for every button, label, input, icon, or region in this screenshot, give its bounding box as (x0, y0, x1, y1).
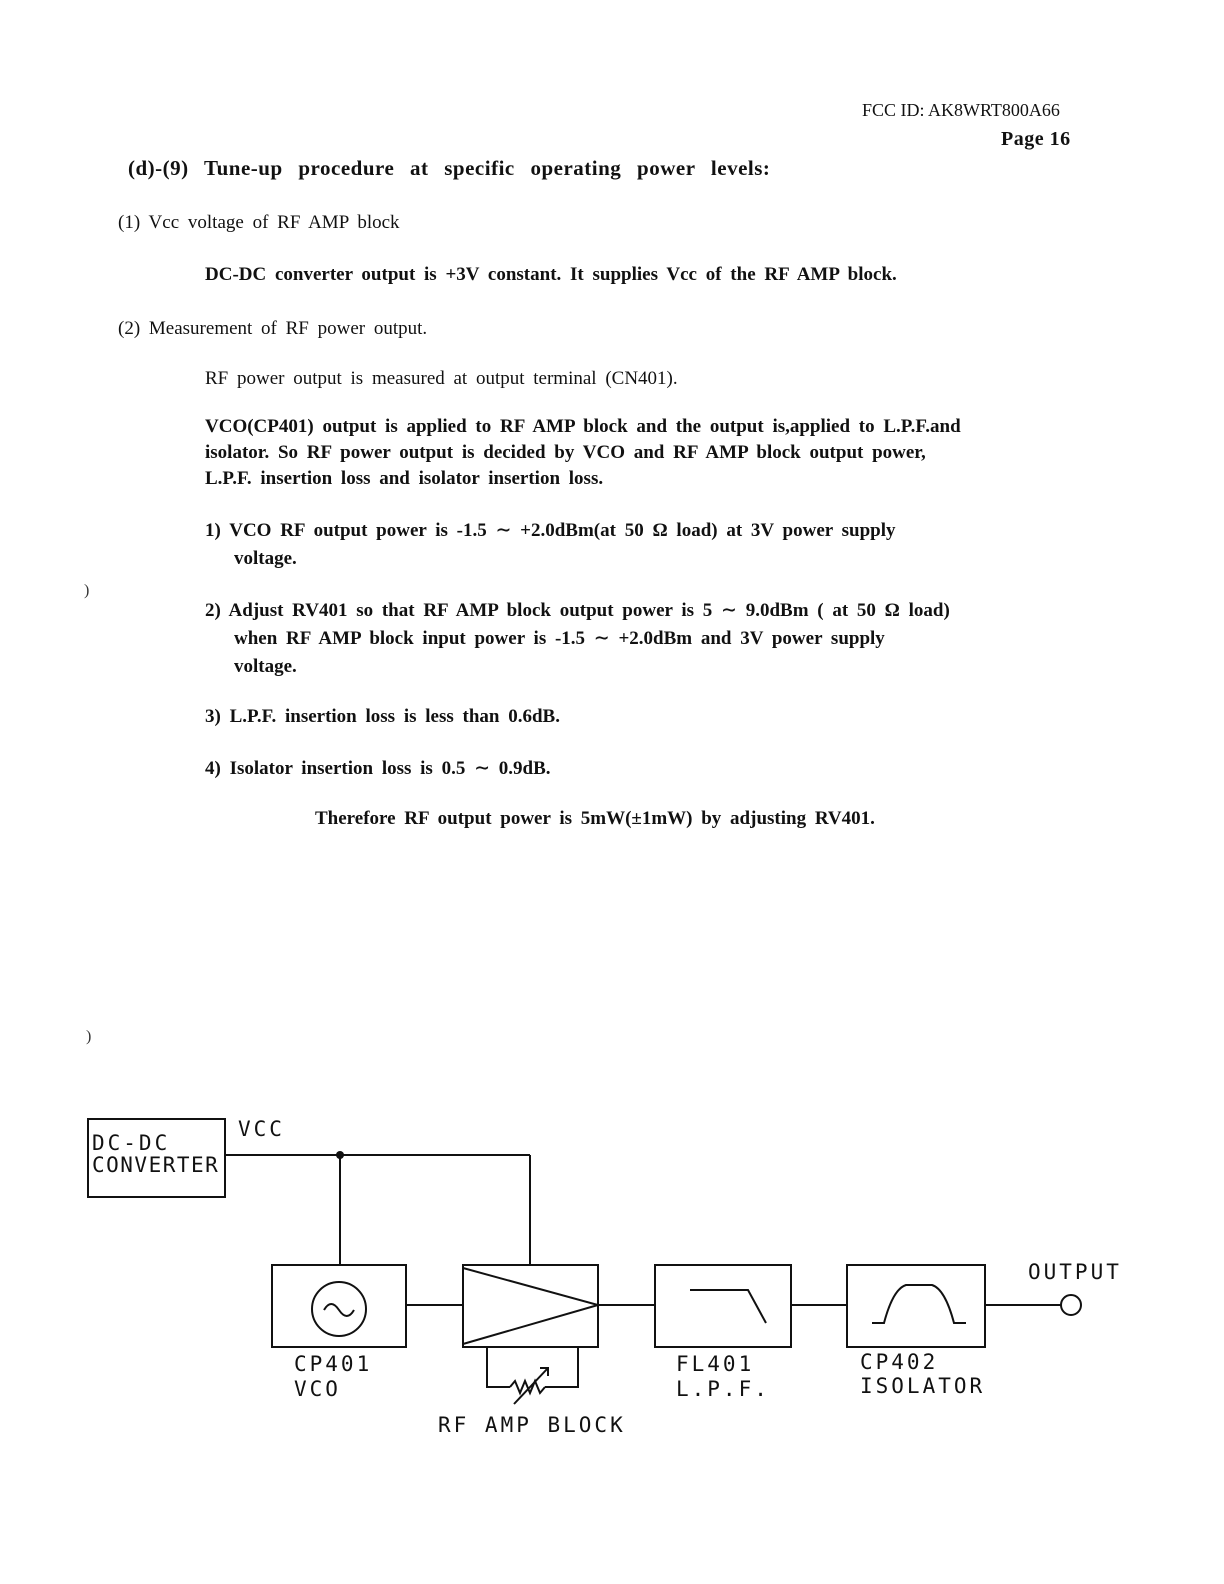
rf-amp-block-label: RF AMP BLOCK (438, 1413, 626, 1437)
conclusion: Therefore RF output power is 5mW(±1mW) b… (315, 808, 875, 829)
list-item-2-line1: 2) Adjust RV401 so that RF AMP block out… (205, 600, 950, 621)
section-title: (d)-(9) Tune-up procedure at specific op… (128, 156, 771, 180)
isolator-name-label: ISOLATOR (860, 1374, 985, 1398)
item1-heading: (1) Vcc voltage of RF AMP block (118, 212, 400, 233)
vcc-label: VCC (238, 1117, 285, 1141)
item2-para1: RF power output is measured at output te… (205, 368, 678, 389)
output-terminal-icon (1060, 1294, 1082, 1316)
item2-para2-line1: VCO(CP401) output is applied to RF AMP b… (205, 416, 961, 437)
item2-para2-line3: L.P.F. insertion loss and isolator inser… (205, 468, 604, 489)
fcc-id: FCC ID: AK8WRT800A66 (862, 100, 1060, 120)
vco-box (271, 1264, 407, 1348)
output-label: OUTPUT (1028, 1260, 1122, 1284)
dcdc-label-line1: DC-DC (92, 1131, 170, 1155)
list-item-2-line3: voltage. (234, 656, 297, 677)
scan-mark: ) (84, 582, 90, 599)
bandpass-icon (872, 1284, 966, 1324)
oscillator-icon (311, 1281, 367, 1337)
rf-amp-box (462, 1264, 599, 1348)
junction-dot (336, 1151, 344, 1159)
page-number: Page 16 (1001, 128, 1071, 150)
item2-para2-line2: isolator. So RF power output is decided … (205, 442, 926, 463)
lpf-name-label: L.P.F. (676, 1377, 770, 1401)
variable-resistor-icon (509, 1378, 546, 1396)
vco-name-label: VCO (294, 1377, 341, 1401)
item2-heading: (2) Measurement of RF power output. (118, 318, 428, 339)
isolator-box (846, 1264, 986, 1348)
isolator-ref-label: CP402 (860, 1350, 938, 1374)
list-item-2-line2: when RF AMP block input power is -1.5 ∼ … (234, 628, 885, 649)
amplifier-icon (462, 1267, 602, 1345)
lpf-box (654, 1264, 792, 1348)
list-item-4: 4) Isolator insertion loss is 0.5 ∼ 0.9d… (205, 758, 551, 779)
list-item-1-line2: voltage. (234, 548, 297, 569)
lpf-ref-label: FL401 (676, 1352, 754, 1376)
list-item-1-line1: 1) VCO RF output power is -1.5 ∼ +2.0dBm… (205, 520, 896, 541)
scan-mark: ) (86, 1028, 92, 1045)
vco-ref-label: CP401 (294, 1352, 372, 1376)
lowpass-icon (690, 1289, 767, 1324)
item1-body: DC-DC converter output is +3V constant. … (205, 264, 897, 285)
list-item-3: 3) L.P.F. insertion loss is less than 0.… (205, 706, 560, 727)
dcdc-label-line2: CONVERTER (92, 1153, 219, 1177)
dcdc-converter-box (87, 1118, 226, 1198)
